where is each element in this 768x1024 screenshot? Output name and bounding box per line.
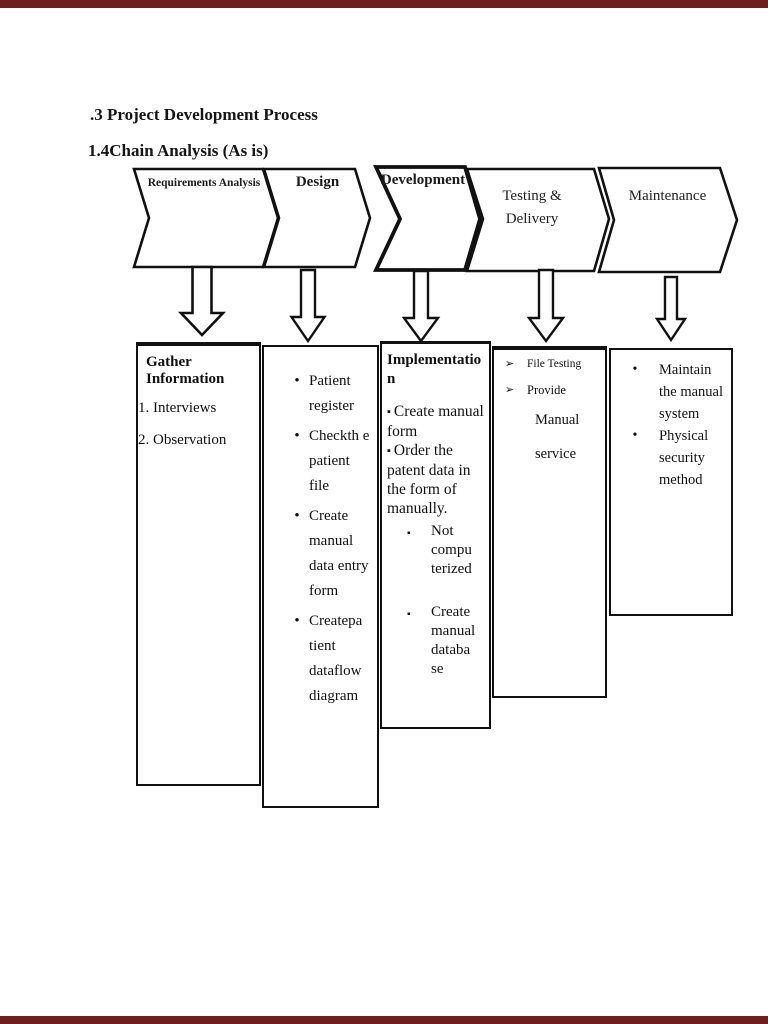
sub-list-item: ▪ Create manual databa se [407, 604, 476, 677]
list-item: • Physical security method [611, 425, 729, 491]
box-maintenance: • Maintain the manual system • Physical … [609, 348, 733, 616]
chevron-shape-design [262, 167, 372, 269]
list-item: 1. Interviews [138, 400, 217, 416]
arrow-bullet-icon: ➢ [505, 384, 515, 396]
chevron-shape-maintenance [597, 166, 739, 274]
arrow-bullet-icon: ➢ [505, 358, 515, 370]
bullet-icon: • [294, 373, 300, 389]
list-item: ▪Create manual form [387, 403, 484, 440]
list-item: ▪Order the patent data in the form of ma… [387, 442, 471, 517]
chevron-label-design: Design [295, 174, 340, 190]
viewer-chrome-top-bar [0, 0, 768, 8]
chevron-label-requirements: Requirements Analysis [147, 177, 261, 189]
list-item: 2. Observation [138, 432, 227, 448]
bullet-icon: ▪ [387, 445, 391, 457]
down-arrow [177, 265, 227, 337]
box-heading: Gather Information [146, 354, 225, 387]
chevron-label-testing: Testing & Delivery [502, 188, 562, 227]
list-item-continuation: Manual [535, 412, 580, 428]
box-heading: Implementatio n [387, 352, 482, 387]
bullet-icon: • [294, 613, 300, 629]
list-item: • Create manual data entry form [264, 504, 377, 604]
chevron-label-development: Development [380, 172, 466, 188]
chevron-shape-development [373, 165, 482, 272]
viewer-chrome-bottom-bar [0, 1016, 768, 1024]
box-implementation: Implementatio n ▪Create manual form ▪Ord… [380, 341, 491, 729]
bullet-icon: • [294, 428, 300, 444]
chevron-label-maintenance: Maintenance [628, 188, 707, 204]
down-arrow [526, 268, 566, 344]
box-gather-information: Gather Information 1. Interviews 2. Obse… [136, 342, 261, 786]
bullet-icon: • [294, 508, 300, 524]
list-item-continuation: service [535, 446, 577, 462]
bullet-icon: ▪ [407, 609, 411, 620]
list-item: • Checkth e patient file [264, 424, 377, 499]
down-arrow [401, 269, 441, 344]
down-arrow [289, 268, 327, 344]
bullet-icon: ▪ [407, 528, 411, 539]
list-item: • Createpa tient dataflow diagram [264, 609, 377, 709]
bullet-icon: • [632, 362, 638, 377]
list-item: ➢ Provide [505, 383, 566, 397]
sub-list-item: ▪ Not compu terized [407, 523, 472, 577]
section-heading: .3 Project Development Process [90, 105, 318, 124]
box-testing-delivery: ➢ File Testing ➢ Provide Manual service [492, 346, 607, 698]
list-item: • Maintain the manual system [611, 359, 729, 425]
bullet-icon: • [632, 428, 638, 443]
bullet-icon: ▪ [387, 406, 391, 418]
box-design-activities: • Patient register • Checkth e patient f… [262, 345, 379, 808]
down-arrow [654, 275, 688, 343]
chevron-shape-testing [465, 167, 611, 273]
subsection-heading: 1.4Chain Analysis (As is) [88, 141, 269, 160]
list-item: • Patient register [264, 369, 377, 419]
list-item: ➢ File Testing [505, 358, 582, 370]
